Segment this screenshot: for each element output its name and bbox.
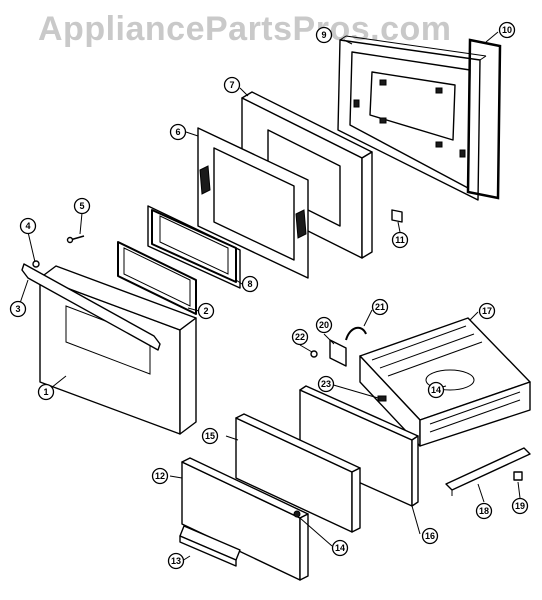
callout-23: 23 [317, 375, 335, 393]
drawer-bracket [329, 339, 347, 367]
drawer-trim [179, 525, 241, 567]
door-liner [197, 127, 309, 279]
callout-3-label: 3 [15, 304, 20, 314]
callout-17: 17 [478, 302, 496, 320]
callout-20-label: 20 [319, 320, 329, 330]
callout-1-label: 1 [43, 387, 48, 397]
roller [377, 395, 387, 402]
callout-16: 16 [421, 527, 439, 545]
callout-22: 22 [291, 328, 309, 346]
callout-18: 18 [475, 502, 493, 520]
callout-21: 21 [371, 298, 389, 316]
callout-7-label: 7 [229, 80, 234, 90]
drawer-slide [445, 447, 531, 496]
callout-19: 19 [511, 497, 529, 515]
callout-10-label: 10 [502, 25, 512, 35]
callout-16-label: 16 [425, 531, 435, 541]
callout-5-label: 5 [79, 201, 84, 211]
callout-4: 4 [19, 217, 37, 235]
door-handle [21, 260, 161, 351]
door-glass [117, 241, 197, 315]
callout-10: 10 [498, 21, 516, 39]
callout-9-label: 9 [321, 30, 326, 40]
callout-9: 9 [315, 26, 333, 44]
callout-8-label: 8 [247, 279, 252, 289]
drawer-body [359, 317, 531, 447]
callout-1: 1 [37, 383, 55, 401]
callout-23-label: 23 [321, 379, 331, 389]
callout-6: 6 [169, 123, 187, 141]
callout-6-label: 6 [175, 127, 180, 137]
inner-door-panel [337, 35, 487, 201]
callout-2: 2 [197, 302, 215, 320]
callout-14a-label: 14 [431, 385, 441, 395]
drawer-stop [513, 471, 523, 481]
callout-17-label: 17 [482, 306, 492, 316]
callout-2-label: 2 [203, 306, 208, 316]
callout-13: 13 [167, 552, 185, 570]
wire-clip [345, 326, 367, 341]
callout-12: 12 [151, 467, 169, 485]
callout-8: 8 [241, 275, 259, 293]
callout-14b-label: 14 [335, 543, 345, 553]
callout-15: 15 [201, 427, 219, 445]
callout-13-label: 13 [171, 556, 181, 566]
callout-18-label: 18 [479, 506, 489, 516]
callout-3: 3 [9, 300, 27, 318]
oven-door-panel [39, 265, 197, 435]
callout-11-label: 11 [395, 235, 405, 245]
callout-22-label: 22 [295, 332, 305, 342]
callout-7: 7 [223, 76, 241, 94]
nut [310, 350, 318, 358]
drawer-panel [235, 413, 361, 533]
callout-12-label: 12 [155, 471, 165, 481]
callout-15-label: 15 [205, 431, 215, 441]
screw [66, 235, 85, 244]
drawer-liner-panel [181, 457, 309, 581]
callout-20: 20 [315, 316, 333, 334]
bracket [391, 209, 403, 223]
callout-11: 11 [391, 231, 409, 249]
door-gasket [466, 38, 502, 200]
callout-19-label: 19 [515, 501, 525, 511]
callout-14a: 14 [427, 381, 445, 399]
callout-21-label: 21 [375, 302, 385, 312]
callout-5: 5 [73, 197, 91, 215]
callout-14b: 14 [331, 539, 349, 557]
glass-frame [147, 205, 241, 289]
callout-4-label: 4 [25, 221, 30, 231]
